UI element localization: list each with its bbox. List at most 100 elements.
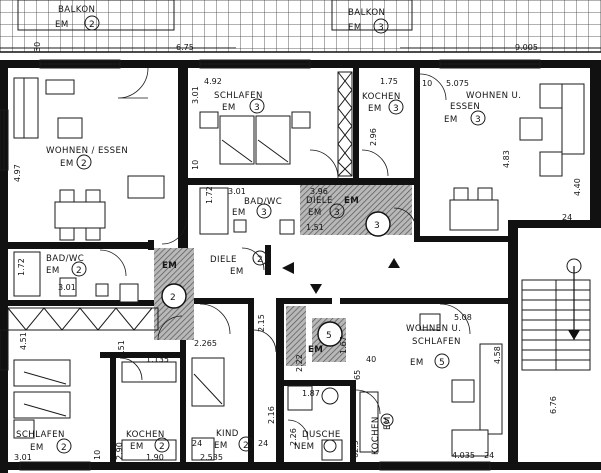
dimension-label: 1.75: [380, 77, 398, 86]
room-em-label: EM: [30, 443, 44, 453]
room-label-schlafen-3: SCHLAFEN EM 3: [214, 91, 265, 114]
entrance-marker-em3: EM 3: [344, 196, 391, 237]
room-name: WOHNEN U.: [466, 91, 521, 101]
room-name: SCHLAFEN: [16, 430, 65, 440]
entrance-marker-em2: EM 2: [161, 261, 187, 309]
room-em-number: 2: [81, 159, 87, 169]
dimension-label: 1.51: [117, 340, 126, 358]
arrow-icon: [388, 258, 400, 268]
entrance-label: EM: [308, 345, 323, 355]
dimension-label: 1.51: [306, 223, 324, 232]
wall-cabinet: [7, 307, 159, 331]
room-em-label: EM: [214, 441, 228, 451]
room-em-label: EM: [130, 442, 144, 452]
dimension-label: 3.01: [191, 86, 200, 104]
corridor-hatch-em3: [300, 185, 412, 235]
em-badge: [71, 261, 87, 277]
dimension-label: 4.035: [452, 451, 475, 460]
dimension-label: 62.5: [351, 440, 360, 458]
room-em-label: EM: [308, 208, 322, 218]
dimension-label: 40: [366, 355, 376, 364]
em-badge: [56, 438, 72, 454]
dimension-label: 1.72: [205, 186, 214, 204]
dimension-label: 3.01: [14, 453, 32, 462]
dimension-label: 5.08: [454, 313, 472, 322]
room-em-number: 3: [261, 208, 267, 218]
room-name-line2: ESSEN: [450, 102, 480, 112]
dimension-label: 24: [258, 439, 268, 448]
room-label-schlafen-2: SCHLAFEN EM 2: [16, 430, 72, 454]
room-label-kochen-5: KOCHEN EM 5: [371, 413, 394, 455]
door-swings: [99, 67, 471, 441]
staircase: [521, 258, 591, 371]
em-badge: [84, 15, 100, 31]
entrance-number: 5: [326, 331, 332, 341]
dimension-label: 4.92: [204, 77, 222, 86]
room-name: DUSCHE: [302, 430, 341, 440]
entrance-number: 3: [374, 221, 380, 231]
interior-walls: [8, 60, 512, 468]
room-em-label: EM: [222, 103, 236, 113]
room-em-number: 3: [334, 208, 340, 218]
dimension-label: 2.26: [289, 428, 298, 446]
room-label-wohnen-essen-2: WOHNEN / ESSEN EM 2: [46, 146, 128, 170]
room-name: WOHNEN U.: [406, 324, 461, 334]
room-em-number: 5: [384, 417, 390, 427]
room-em-label: NEM: [294, 442, 314, 452]
balcony-grid-left: [0, 0, 236, 52]
room-label-diele-3: DIELE EM 3: [306, 196, 345, 219]
room-label-bad-wc-3: BAD/WC EM 3: [232, 197, 282, 219]
dimension-label: 2.535: [200, 453, 223, 462]
em-badge: [256, 203, 272, 219]
room-em-number: 5: [439, 358, 445, 368]
room-label-kochen-2: KOCHEN EM 2: [126, 430, 170, 453]
dimension-label: 2.16: [267, 406, 276, 424]
balcony-label: BALKON: [58, 5, 95, 15]
dimension-label: 3.96: [310, 187, 328, 196]
dimension-label: 4.83: [502, 150, 511, 168]
room-label-kochen-3: KOCHEN EM 3: [362, 92, 404, 115]
dimension-label: 1.87: [302, 389, 320, 398]
dimension-label: 1.135: [146, 355, 169, 364]
balcony-em-label: EM: [55, 20, 69, 30]
room-name: KOCHEN: [126, 430, 165, 440]
dimension-label: 2.22: [295, 354, 304, 372]
room-name: BAD/WC: [46, 254, 84, 264]
room-label-dusche-5: DUSCHE NEM: [294, 430, 341, 453]
entrance-number: 2: [170, 293, 176, 303]
dimension-label: 4.58: [493, 346, 502, 364]
dimension-label: 30: [33, 42, 42, 52]
room-em-label: EM: [383, 416, 393, 430]
room-em-number: 2: [76, 266, 82, 276]
room-name: KIND: [216, 429, 239, 439]
room-em-number: 2: [257, 255, 263, 265]
corridor-hatch-em5: [286, 306, 306, 366]
dimension-label: 4.51: [19, 332, 28, 350]
room-em-label: EM: [60, 159, 74, 169]
em-badge: [154, 437, 170, 453]
dimension-label: 1.90: [146, 453, 164, 462]
room-name: BAD/WC: [244, 197, 282, 207]
room-name-line2: SCHLAFEN: [412, 337, 461, 347]
dimension-label: 3.01: [228, 187, 246, 196]
dimension-label: 10: [191, 160, 200, 170]
dimension-label: 6.76: [549, 396, 558, 414]
dimension-label: 2.96: [369, 128, 378, 146]
dimension-label: 65: [353, 370, 362, 380]
entrance-marker-em5: EM 5: [308, 321, 343, 355]
entrance-label: EM: [162, 261, 177, 271]
dimension-label: 10: [422, 79, 432, 88]
em-badge: [373, 18, 389, 34]
room-label-diele-2: DIELE EM 2: [210, 250, 268, 277]
room-em-label: EM: [410, 358, 424, 368]
balcony-grid-right: [236, 0, 601, 52]
arrow-icon: [310, 284, 322, 294]
em-badge: [329, 203, 345, 219]
em-badge: [238, 436, 254, 452]
dimension-label: 24: [484, 451, 494, 460]
balcony-em-number: 3: [378, 23, 384, 33]
dimension-label: 24: [562, 213, 572, 222]
arrow-icon: [282, 262, 294, 274]
room-em-label: EM: [368, 104, 382, 114]
balcony-em-number: 2: [89, 20, 95, 30]
